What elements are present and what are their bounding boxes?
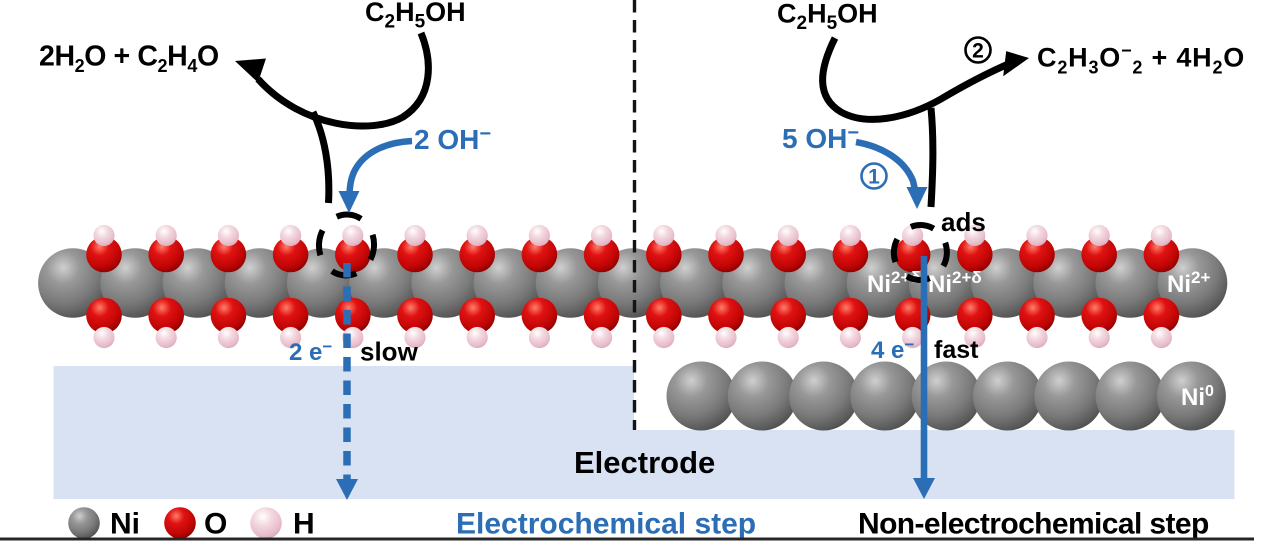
svg-text:fast: fast [934,336,979,364]
svg-text:Ni: Ni [110,508,140,541]
svg-text:H: H [293,508,315,541]
svg-text:Electrode: Electrode [574,445,715,480]
svg-text:Non-electrochemical step: Non-electrochemical step [858,508,1209,541]
svg-text:C2H3O−2 + 4H2O: C2H3O−2 + 4H2O [1037,41,1245,78]
svg-text:C2H5OH: C2H5OH [365,0,466,33]
svg-text:2: 2 [972,40,984,63]
svg-text:5 OH−: 5 OH− [782,122,859,154]
svg-text:1: 1 [868,166,880,189]
svg-text:ads: ads [941,207,986,237]
svg-text:C2H5OH: C2H5OH [777,0,878,34]
svg-text:2 OH−: 2 OH− [414,123,491,155]
svg-text:O: O [204,508,227,541]
svg-text:2H2O + C2H4O: 2H2O + C2H4O [39,41,219,77]
svg-text:4 e−: 4 e− [871,335,914,364]
svg-text:Electrochemical step: Electrochemical step [456,508,756,541]
svg-text:2 e−: 2 e− [289,337,332,366]
svg-text:slow: slow [360,337,419,367]
